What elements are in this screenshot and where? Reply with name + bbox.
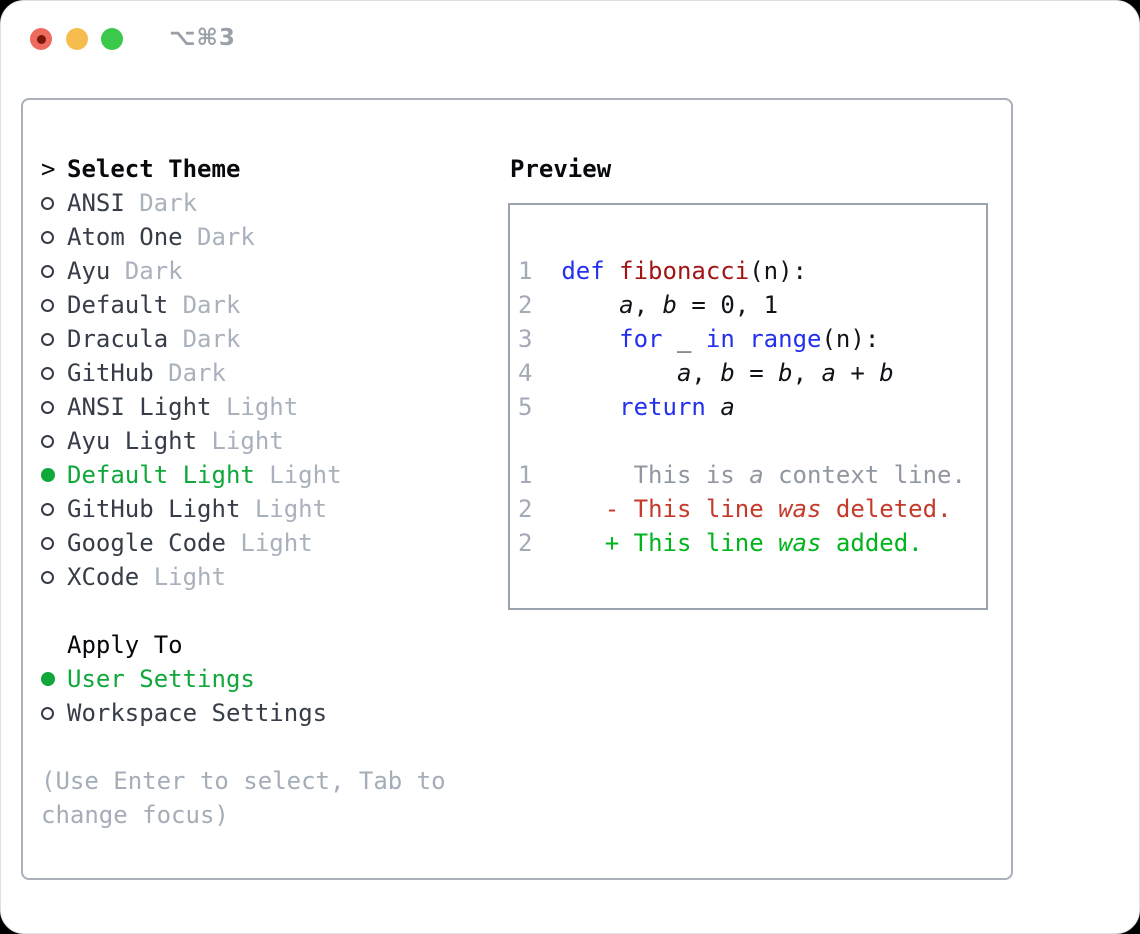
preview-code: 1 def fibonacci(n): 2 a, b = 0, 1 3 for _ … bbox=[518, 254, 966, 560]
item-label: XCode bbox=[67, 563, 140, 591]
preview-code-line: 5 return a bbox=[518, 393, 735, 421]
item-label: ANSI bbox=[67, 189, 125, 217]
close-dot-icon bbox=[36, 34, 46, 44]
theme-list-item[interactable]: Atom One Dark bbox=[41, 220, 342, 254]
item-label: Default bbox=[67, 291, 169, 319]
radio-icon bbox=[41, 332, 54, 346]
item-label: Dracula bbox=[67, 325, 169, 353]
theme-list-item[interactable]: Dracula Dark bbox=[41, 322, 342, 356]
apply-to-title: Apply To bbox=[67, 631, 183, 659]
item-variant-tag: Light bbox=[269, 461, 342, 489]
item-variant-tag: Dark bbox=[124, 257, 183, 285]
item-label: Google Code bbox=[67, 529, 226, 557]
item-label: Ayu Light bbox=[67, 427, 198, 455]
focus-caret-icon: > bbox=[41, 155, 56, 183]
preview-box: 1 def fibonacci(n): 2 a, b = 0, 1 3 for _ … bbox=[508, 203, 988, 610]
theme-list-item[interactable]: ANSI Light Light bbox=[41, 390, 342, 424]
item-variant-tag: Light bbox=[240, 529, 313, 557]
item-label: ANSI Light bbox=[67, 393, 212, 421]
help-text-line1: (Use Enter to select, Tab to bbox=[41, 767, 446, 795]
preview-header: Preview bbox=[510, 152, 611, 186]
radio-icon bbox=[41, 400, 54, 414]
select-theme-header: > Select Theme bbox=[41, 152, 342, 186]
close-button[interactable] bbox=[30, 28, 52, 50]
preview-code-line: 3 for _ in range(n): bbox=[518, 325, 880, 353]
radio-icon bbox=[41, 298, 54, 312]
theme-list-item[interactable]: Google Code Light bbox=[41, 526, 342, 560]
radio-icon bbox=[41, 536, 54, 550]
radio-icon bbox=[41, 570, 54, 584]
item-variant-tag: Dark bbox=[182, 291, 241, 319]
preview-code-line: 1 This is a context line. bbox=[518, 461, 966, 489]
preview-title: Preview bbox=[510, 155, 612, 183]
theme-list-item[interactable]: Default Light Light bbox=[41, 458, 342, 492]
titlebar: ⌥⌘3 bbox=[1, 1, 1139, 77]
maximize-button[interactable] bbox=[101, 28, 123, 50]
radio-icon bbox=[41, 366, 54, 380]
item-variant-tag: Dark bbox=[182, 325, 241, 353]
radio-icon bbox=[41, 706, 54, 720]
apply-to-option[interactable]: User Settings bbox=[41, 662, 327, 696]
radio-icon bbox=[41, 196, 54, 210]
theme-list-item[interactable]: GitHub Light Light bbox=[41, 492, 342, 526]
item-label: User Settings bbox=[67, 665, 255, 693]
radio-icon bbox=[41, 502, 54, 516]
theme-list-item[interactable]: Default Dark bbox=[41, 288, 342, 322]
select-theme-title: Select Theme bbox=[67, 155, 241, 183]
apply-to-header: Apply To bbox=[41, 628, 327, 662]
theme-list-item[interactable]: XCode Light bbox=[41, 560, 342, 594]
preview-code-line: 1 def fibonacci(n): bbox=[518, 257, 807, 285]
preview-code-line: 2 a, b = 0, 1 bbox=[518, 291, 779, 319]
radio-icon bbox=[41, 434, 54, 448]
apply-to-option[interactable]: Workspace Settings bbox=[41, 696, 327, 730]
item-label: Workspace Settings bbox=[67, 699, 328, 727]
help-text-line2: change focus) bbox=[41, 801, 229, 829]
preview-code-line: 2 + This line was added. bbox=[518, 529, 923, 557]
preview-code-line: 4 a, b = b, a + b bbox=[518, 359, 894, 387]
minimize-button[interactable] bbox=[66, 28, 88, 50]
item-variant-tag: Light bbox=[211, 427, 284, 455]
item-label: Default Light bbox=[67, 461, 255, 489]
item-label: Ayu bbox=[67, 257, 111, 285]
theme-list-item[interactable]: Ayu Light Light bbox=[41, 424, 342, 458]
item-variant-tag: Light bbox=[225, 393, 299, 421]
keyboard-shortcut-label: ⌥⌘3 bbox=[169, 25, 236, 51]
theme-list-item[interactable]: ANSI Dark bbox=[41, 186, 342, 220]
item-label: GitHub Light bbox=[67, 495, 241, 523]
radio-icon bbox=[41, 264, 54, 278]
preview-code-line bbox=[518, 424, 966, 458]
theme-list-item[interactable]: Ayu Dark bbox=[41, 254, 342, 288]
radio-selected-icon bbox=[41, 468, 55, 482]
item-variant-tag: Dark bbox=[168, 359, 226, 387]
theme-list-item[interactable]: GitHub Dark bbox=[41, 356, 342, 390]
item-variant-tag: Light bbox=[153, 563, 226, 591]
preview-code-line: 2 - This line was deleted. bbox=[518, 495, 952, 523]
radio-icon bbox=[41, 230, 54, 244]
item-variant-tag: Dark bbox=[139, 189, 198, 217]
radio-selected-icon bbox=[41, 672, 55, 686]
item-variant-tag: Light bbox=[254, 495, 328, 523]
item-variant-tag: Dark bbox=[197, 223, 255, 251]
item-label: GitHub bbox=[67, 359, 154, 387]
item-label: Atom One bbox=[67, 223, 183, 251]
help-text: (Use Enter to select, Tab to change focu… bbox=[41, 764, 446, 832]
